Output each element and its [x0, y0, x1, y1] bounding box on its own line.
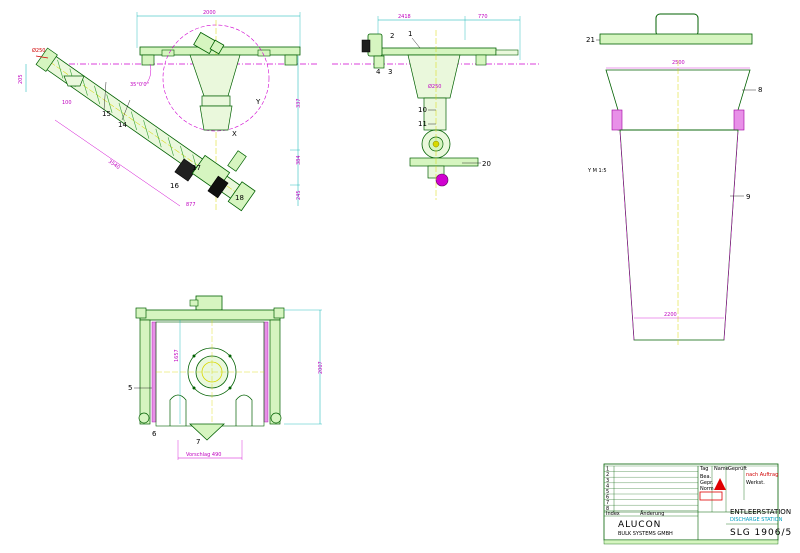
label-1: 1: [408, 30, 412, 38]
view-detail-y: 21 2500 8 2200 9 Y M 1:5: [586, 13, 762, 345]
label-14: 14: [118, 121, 127, 129]
tb-col-gepr: Geprüft: [728, 466, 747, 472]
dim-long: 3540: [107, 159, 121, 171]
tb-nach-auftrag: nach Auftrag: [746, 472, 778, 478]
revision-row-number: 2: [606, 472, 609, 478]
dim-plan-2: 2007: [318, 361, 324, 374]
revision-row-number: 8: [606, 506, 609, 512]
tb-col-name: Name: [714, 466, 729, 472]
dim-vert-2: 384: [296, 155, 302, 165]
revision-row-number: 3: [606, 478, 609, 484]
label-11: 11: [418, 120, 427, 128]
label-7: 7: [196, 438, 200, 446]
label-20: 20: [482, 160, 491, 168]
label-17: 17: [192, 164, 201, 172]
label-15: 15: [102, 110, 111, 118]
dim-right-top: 2500: [672, 60, 685, 66]
tb-row-norm: Norm: [700, 486, 714, 492]
tb-col-tag: Tag: [699, 466, 708, 472]
label-3: 3: [388, 68, 392, 76]
label-outlet: Ø250: [32, 47, 45, 54]
view-side: 2418 770 Ø250 1 2 3 4 10 11 20: [332, 14, 540, 200]
dim-angle: 35°0'0": [130, 82, 149, 88]
tb-title-en: DISCHARGE STATION: [730, 517, 783, 523]
label-9: 9: [746, 193, 750, 201]
revision-row-number: 4: [606, 483, 609, 489]
label-21: 21: [586, 36, 595, 44]
view-plan: Vorschlag 490 1657 2007 5 6 7: [128, 295, 324, 460]
tb-werkst: Werkst.: [746, 480, 765, 486]
dim-vorschlag: Vorschlag 490: [186, 452, 221, 458]
label-2: 2: [390, 32, 394, 40]
dim-right-bottom: 2200: [664, 312, 677, 318]
label-x: X: [232, 130, 237, 138]
tb-drawing-no: SLG 1906/5: [730, 528, 792, 538]
tb-row-bea: Bea.: [700, 474, 712, 480]
label-6: 6: [152, 430, 157, 438]
dim-vert-1: 337: [296, 98, 302, 108]
dim-side-b: 770: [478, 14, 488, 20]
label-y: Y: [255, 98, 261, 106]
dim-left-100: 100: [62, 100, 72, 106]
label-18: 18: [235, 194, 244, 202]
tb-company: ALUCON: [618, 520, 661, 530]
dim-left-small: 205: [18, 74, 24, 84]
revision-row-number: 1: [606, 467, 609, 473]
tb-company-sub: BULK SYSTEMS GMBH: [618, 531, 673, 537]
revision-row-number: 6: [606, 495, 609, 501]
dim-top: 2000: [203, 10, 216, 16]
dim-side-a: 2418: [398, 14, 411, 20]
tb-index: Index: [606, 511, 620, 517]
label-5: 5: [128, 384, 132, 392]
dim-bottom-small: 877: [186, 202, 196, 208]
label-16: 16: [170, 182, 179, 190]
dim-vert-3: 245: [296, 190, 302, 200]
tb-title-de: ENTLEERSTATION: [730, 508, 791, 516]
label-4: 4: [376, 68, 381, 76]
dim-dia: Ø250: [428, 83, 441, 90]
dim-plan-1: 1657: [174, 349, 180, 362]
label-y-scale: Y M 1:5: [587, 168, 607, 174]
view-inclined-conveyor: 2000 Ø250: [18, 10, 318, 212]
tb-row-gepr: Gepr.: [700, 480, 714, 486]
label-10: 10: [418, 106, 427, 114]
revision-row-number: 5: [606, 489, 609, 495]
label-8: 8: [758, 86, 762, 94]
revision-row-number: 7: [606, 500, 609, 506]
tb-aenderung: Änderung: [640, 510, 664, 517]
